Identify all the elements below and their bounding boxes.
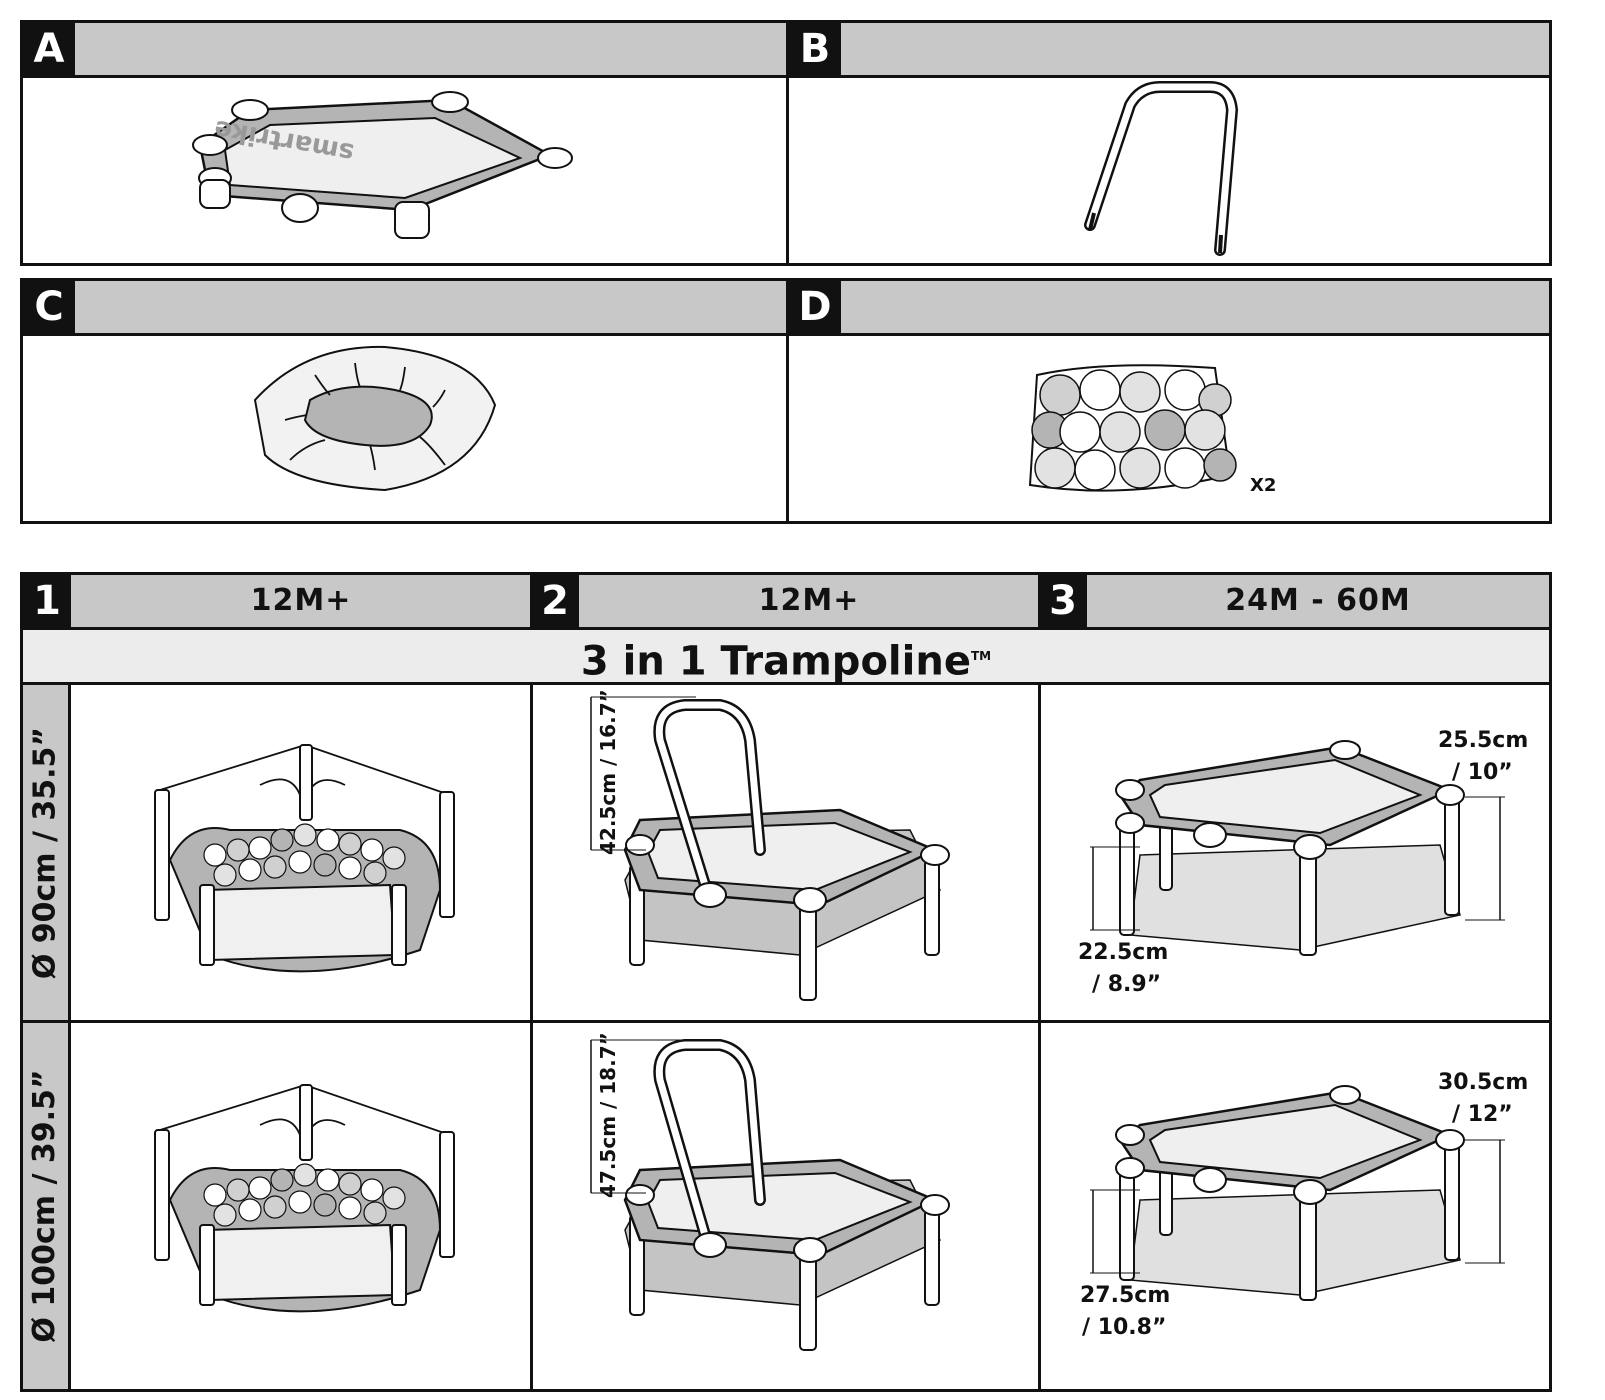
top-height-100-in: / 12” bbox=[1452, 1102, 1513, 1127]
part-d-header bbox=[789, 281, 1549, 333]
top-height-100-cm: 30.5cm bbox=[1438, 1070, 1529, 1095]
trampoline-with-handlebar-illustration bbox=[623, 699, 950, 1001]
low-height-bracket bbox=[1090, 846, 1140, 931]
ball-pit-illustration bbox=[154, 1084, 455, 1313]
elevated-trampoline-illustration bbox=[1115, 740, 1465, 956]
size-100-label: Ø 100cm / 39.5” bbox=[27, 1069, 62, 1343]
low-height-100-in: / 10.8” bbox=[1082, 1315, 1167, 1340]
mode-2-number: 2 bbox=[531, 575, 579, 627]
row-rule bbox=[23, 1020, 1549, 1023]
trademark-mark: TM bbox=[970, 649, 992, 663]
ball-bag-quantity: X2 bbox=[1250, 475, 1277, 496]
low-height-bracket bbox=[1090, 1189, 1140, 1274]
handle-height-bracket bbox=[590, 696, 696, 851]
elevated-trampoline-illustration bbox=[1115, 1085, 1465, 1301]
size-90-label: Ø 90cm / 35.5” bbox=[27, 726, 63, 980]
part-a-letter: A bbox=[23, 23, 75, 75]
part-c-header bbox=[23, 281, 786, 333]
handle-height-100-label: 47.5cm / 18.7” bbox=[596, 1032, 620, 1198]
part-b-letter: B bbox=[789, 23, 841, 75]
mode-1-number: 1 bbox=[23, 575, 71, 627]
top-height-bracket bbox=[1465, 796, 1505, 921]
top-height-90-in: / 10” bbox=[1452, 760, 1513, 785]
low-height-100-cm: 27.5cm bbox=[1080, 1283, 1171, 1308]
part-header-rule bbox=[23, 75, 1549, 78]
column-rule bbox=[1038, 575, 1041, 627]
part-header-rule bbox=[23, 333, 1549, 336]
mode-3-age: 24M - 60M bbox=[1225, 583, 1411, 618]
column-rule bbox=[530, 575, 533, 627]
top-height-90-cm: 25.5cm bbox=[1438, 728, 1529, 753]
mode-header-rule bbox=[23, 627, 1549, 630]
size-90-side bbox=[23, 685, 68, 1020]
handlebar-illustration bbox=[1084, 81, 1239, 256]
top-height-bracket bbox=[1465, 1139, 1505, 1264]
trampoline-with-handlebar-illustration bbox=[623, 1039, 950, 1351]
size-100-side bbox=[23, 1023, 68, 1389]
mat-cover-illustration bbox=[253, 345, 497, 492]
ball-bag-illustration bbox=[1028, 364, 1237, 492]
handle-height-90-label: 42.5cm / 16.7” bbox=[596, 689, 620, 855]
side-rule bbox=[68, 685, 71, 1389]
part-b-header bbox=[789, 23, 1549, 75]
part-d-letter: D bbox=[789, 281, 841, 333]
column-rule bbox=[1038, 685, 1041, 1389]
mode-1-age: 12M+ bbox=[250, 583, 352, 618]
parts-divider bbox=[786, 23, 789, 263]
trampoline-frame-illustration: smartrike bbox=[192, 91, 573, 239]
title-rule bbox=[23, 682, 1549, 685]
part-c-letter: C bbox=[23, 281, 75, 333]
mode-3-number: 3 bbox=[1039, 575, 1087, 627]
mode-header-bar bbox=[23, 575, 1549, 627]
product-title: 3 in 1 TrampolineTM bbox=[23, 630, 1549, 687]
mode-2-age: 12M+ bbox=[758, 583, 860, 618]
parts-divider bbox=[786, 281, 789, 521]
product-name: 3 in 1 Trampoline bbox=[580, 638, 971, 685]
low-height-90-in: / 8.9” bbox=[1092, 972, 1162, 997]
ball-pit-illustration bbox=[154, 744, 455, 973]
product-title-band bbox=[23, 630, 1549, 682]
handle-height-bracket bbox=[590, 1039, 696, 1194]
part-a-header bbox=[23, 23, 786, 75]
low-height-90-cm: 22.5cm bbox=[1078, 940, 1169, 965]
column-rule bbox=[530, 685, 533, 1389]
